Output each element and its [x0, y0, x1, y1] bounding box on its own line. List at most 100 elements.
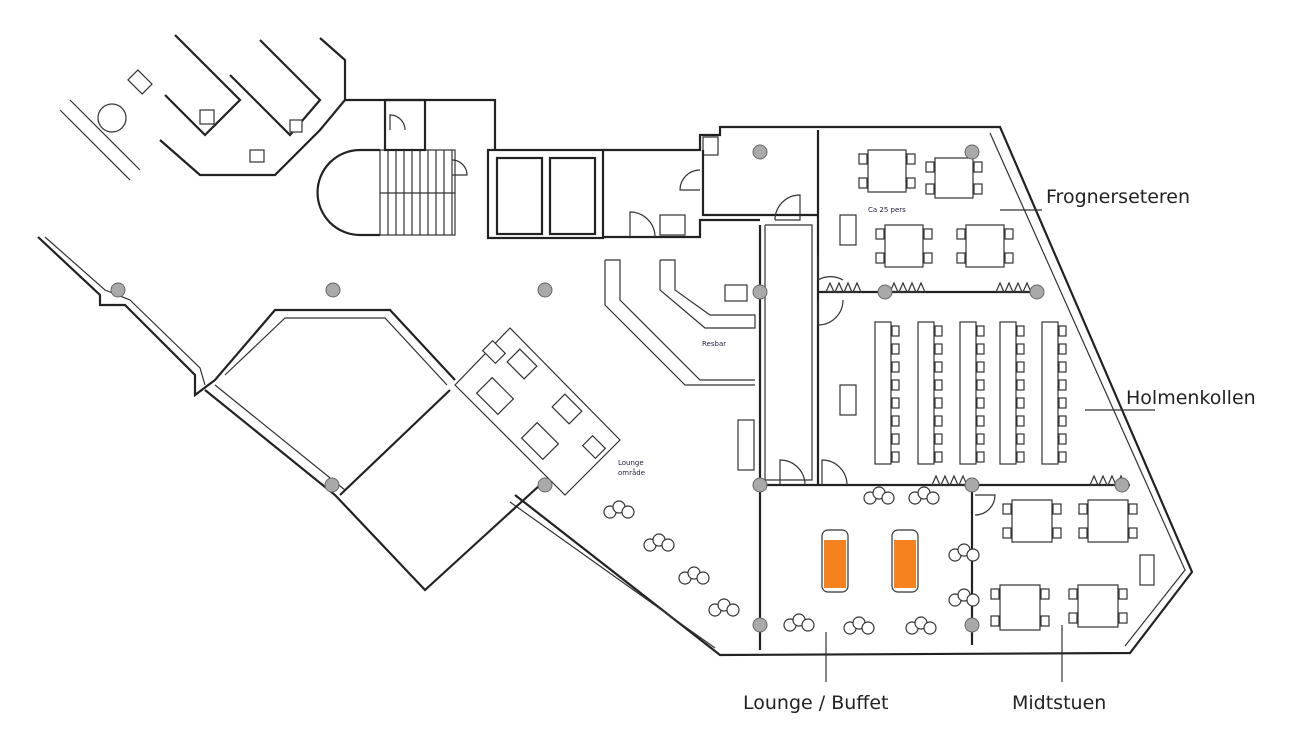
- chair: [858, 153, 868, 165]
- stool: [926, 491, 940, 505]
- stool: [861, 621, 875, 635]
- bar-counter: [604, 259, 756, 386]
- chair: [925, 161, 935, 173]
- wall-marker: [843, 281, 853, 293]
- long-table: [959, 321, 977, 465]
- pillar: [752, 144, 768, 160]
- side-table: [1139, 554, 1155, 586]
- chair: [1058, 451, 1067, 463]
- pillar: [110, 282, 126, 298]
- lounge-area: [204, 327, 621, 592]
- chair: [1004, 252, 1014, 264]
- chair: [891, 343, 900, 355]
- chair: [934, 415, 943, 427]
- wall-marker: [889, 281, 899, 293]
- side-table: [839, 384, 857, 416]
- room-label-frognerseteren: Frognerseteren: [1046, 186, 1190, 208]
- chair: [990, 588, 1000, 600]
- wall-marker: [916, 281, 926, 293]
- chair: [973, 161, 983, 173]
- room-label-lounge-buffet: Lounge / Buffet: [743, 692, 889, 714]
- chair: [934, 361, 943, 373]
- pillar: [537, 282, 553, 298]
- pillar: [877, 284, 893, 300]
- wall-marker: [1098, 474, 1108, 486]
- wall-marker: [1013, 281, 1023, 293]
- side-table: [839, 214, 857, 246]
- chair: [1052, 503, 1062, 515]
- chair: [976, 415, 985, 427]
- pillar: [752, 477, 768, 493]
- chair: [891, 433, 900, 445]
- wall-marker: [907, 281, 917, 293]
- chair: [906, 177, 916, 189]
- chair: [956, 252, 966, 264]
- elevators: [486, 148, 605, 240]
- stool: [881, 491, 895, 505]
- chair: [1068, 612, 1078, 624]
- table: [999, 584, 1041, 631]
- chair: [906, 153, 916, 165]
- chair: [891, 415, 900, 427]
- pillar: [752, 617, 768, 633]
- chair: [1004, 228, 1014, 240]
- long-table: [874, 321, 892, 465]
- chair: [934, 325, 943, 337]
- chair: [1118, 588, 1128, 600]
- wall-marker: [995, 281, 1005, 293]
- pillars: [110, 144, 1130, 633]
- room-label-midtstuen: Midtstuen: [1012, 692, 1106, 714]
- lounge-label-1: Lounge: [618, 459, 644, 467]
- chair: [1040, 615, 1050, 627]
- long-table: [917, 321, 935, 465]
- chair: [891, 397, 900, 409]
- buffet-station: [821, 529, 919, 593]
- chair: [891, 361, 900, 373]
- chair: [1058, 433, 1067, 445]
- stool: [801, 618, 815, 632]
- chair: [1016, 451, 1025, 463]
- chair: [1016, 379, 1025, 391]
- table: [867, 149, 907, 193]
- chair: [976, 343, 985, 355]
- chair: [1058, 361, 1067, 373]
- wall-marker: [1022, 281, 1032, 293]
- chair: [1016, 343, 1025, 355]
- chair: [934, 343, 943, 355]
- chair: [1068, 588, 1078, 600]
- buffet-fill: [894, 540, 916, 588]
- chair: [990, 615, 1000, 627]
- chair: [1058, 379, 1067, 391]
- chair: [858, 177, 868, 189]
- table: [934, 157, 974, 199]
- wall-marker: [940, 474, 950, 486]
- chair: [1128, 503, 1138, 515]
- chair: [925, 183, 935, 195]
- table: [884, 224, 924, 268]
- chair: [1016, 325, 1025, 337]
- buffet-fill: [824, 540, 846, 588]
- chair: [891, 451, 900, 463]
- pillar: [752, 284, 768, 300]
- lounge-label-2: område: [618, 468, 645, 477]
- stool: [696, 571, 710, 585]
- pillar: [1114, 477, 1130, 493]
- restroom-area: [59, 34, 347, 181]
- chair: [976, 361, 985, 373]
- chair: [976, 433, 985, 445]
- long-table: [1041, 321, 1059, 465]
- chair: [976, 397, 985, 409]
- table: [1087, 499, 1129, 543]
- chair: [934, 433, 943, 445]
- side-table: [737, 419, 755, 471]
- wall-marker: [1107, 474, 1117, 486]
- pillar: [964, 144, 980, 160]
- capacity-label: Ca 25 pers: [868, 206, 906, 214]
- chair: [1016, 433, 1025, 445]
- doors: [389, 114, 996, 516]
- stool: [966, 548, 980, 562]
- chair: [1078, 527, 1088, 539]
- stool: [923, 621, 937, 635]
- chair: [1016, 415, 1025, 427]
- wall-marker: [1089, 474, 1099, 486]
